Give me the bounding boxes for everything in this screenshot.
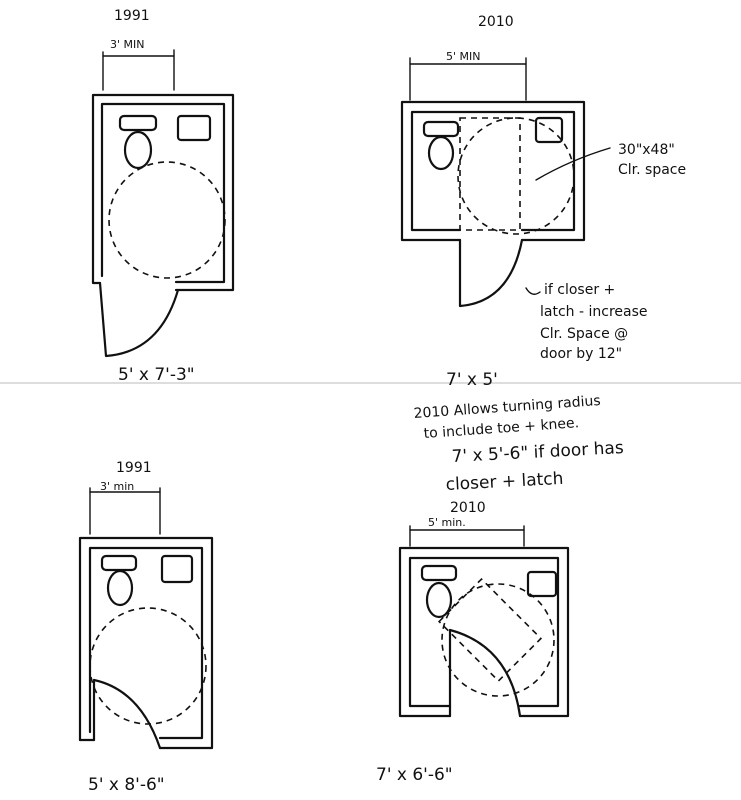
general-note: 2010 Allows turning radius to include to… bbox=[413, 393, 624, 495]
plan-3-door bbox=[92, 678, 162, 750]
general-note-line-3: 7' x 5'-6" if door has bbox=[451, 438, 624, 467]
plan-2-clear-space-note-1: 30"x48" bbox=[618, 142, 675, 158]
plan-3-toilet-bowl bbox=[106, 569, 134, 607]
plan-2-turning-circle bbox=[457, 117, 575, 235]
plan-1-year: 1991 bbox=[114, 8, 150, 24]
plan-1-sink bbox=[176, 114, 212, 142]
plan-3-turning-circle bbox=[89, 607, 207, 725]
plan-4-clear-space bbox=[437, 577, 543, 683]
plan-2010-bottom: 2010 5' min. 7' x 6'-6" bbox=[376, 500, 570, 785]
plan-2-toilet-tank bbox=[422, 120, 460, 138]
plan-1991-bottom: 1991 3' min 5' x 8'-6" bbox=[78, 460, 214, 795]
plan-2-door-note-1: if closer + bbox=[544, 282, 615, 298]
plan-2-width-label: 5' MIN bbox=[446, 50, 480, 63]
plan-1991-top: 1991 3' MIN 5' x 7'-3" bbox=[91, 8, 235, 385]
plan-3-width-label: 3' min bbox=[100, 480, 134, 493]
plan-2-sink bbox=[534, 116, 564, 144]
plan-4-toilet-bowl bbox=[425, 581, 453, 619]
plan-2-door-note-3: Clr. Space @ bbox=[540, 326, 628, 342]
plan-1-width-label: 3' MIN bbox=[110, 38, 144, 51]
plan-1-turning-circle bbox=[108, 161, 226, 279]
plan-1-size-label: 5' x 7'-3" bbox=[118, 365, 195, 385]
plan-1-door bbox=[98, 281, 180, 358]
plan-2-year: 2010 bbox=[478, 14, 514, 30]
plan-4-size-label: 7' x 6'-6" bbox=[376, 765, 453, 785]
general-note-line-4: closer + latch bbox=[445, 469, 564, 495]
plan-2-size-label: 7' x 5' bbox=[446, 370, 498, 390]
plan-2-door bbox=[458, 238, 524, 308]
plan-4-year: 2010 bbox=[450, 500, 486, 516]
plan-3-year: 1991 bbox=[116, 460, 152, 476]
plan-2010-top: 2010 5' MIN 30"x48" Clr. space if closer… bbox=[400, 14, 686, 390]
plan-3-size-label: 5' x 8'-6" bbox=[88, 775, 165, 795]
plan-4-width-label: 5' min. bbox=[428, 516, 466, 529]
plan-1-toilet-bowl bbox=[123, 130, 153, 170]
plan-4-toilet-tank bbox=[420, 564, 458, 582]
plan-3-sink bbox=[160, 554, 194, 584]
plan-4-door bbox=[448, 628, 522, 718]
plan-4-sink bbox=[526, 570, 558, 598]
plan-2-toilet-bowl bbox=[427, 135, 455, 171]
plan-2-clear-space bbox=[459, 117, 521, 231]
plan-3-toilet-tank bbox=[100, 554, 138, 572]
plan-2-clear-space-note-2: Clr. space bbox=[618, 162, 686, 178]
plan-2-door-note-2: latch - increase bbox=[540, 304, 648, 320]
plan-2-door-note-4: door by 12" bbox=[540, 346, 622, 362]
plan-4-turning-circle bbox=[441, 583, 555, 697]
plan-1-toilet-tank bbox=[118, 114, 158, 132]
